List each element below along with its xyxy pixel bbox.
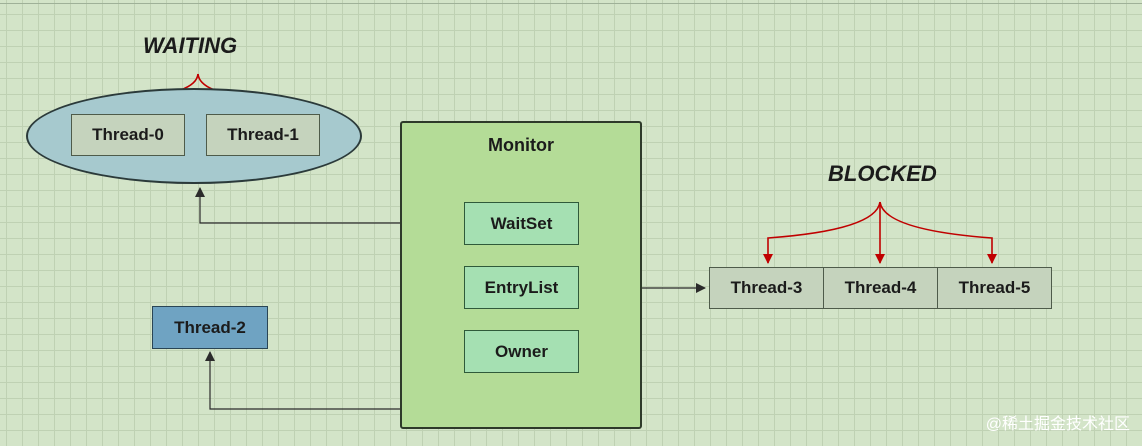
- blocked-label: BLOCKED: [828, 161, 937, 186]
- thread-4-box: Thread-4: [823, 267, 938, 309]
- blocked-arrow-left: [763, 201, 881, 264]
- monitor-title: Monitor: [488, 135, 554, 155]
- thread-0-box: Thread-0: [71, 114, 185, 156]
- entrylist-box: EntryList: [464, 266, 579, 309]
- owner-box: Owner: [464, 330, 579, 373]
- thread-1-box: Thread-1: [206, 114, 320, 156]
- thread-3-box: Thread-3: [709, 267, 824, 309]
- watermark: @稀土掘金技术社区: [985, 416, 1130, 433]
- thread-5-box: Thread-5: [937, 267, 1052, 309]
- waiting-label: WAITING: [143, 33, 238, 58]
- blocked-arrow-right: [879, 201, 997, 264]
- waitset-to-waiting-connector: [195, 187, 464, 224]
- thread-2-box: Thread-2: [152, 306, 268, 349]
- top-border-line: [0, 3, 1142, 4]
- waitset-box: WaitSet: [464, 202, 579, 245]
